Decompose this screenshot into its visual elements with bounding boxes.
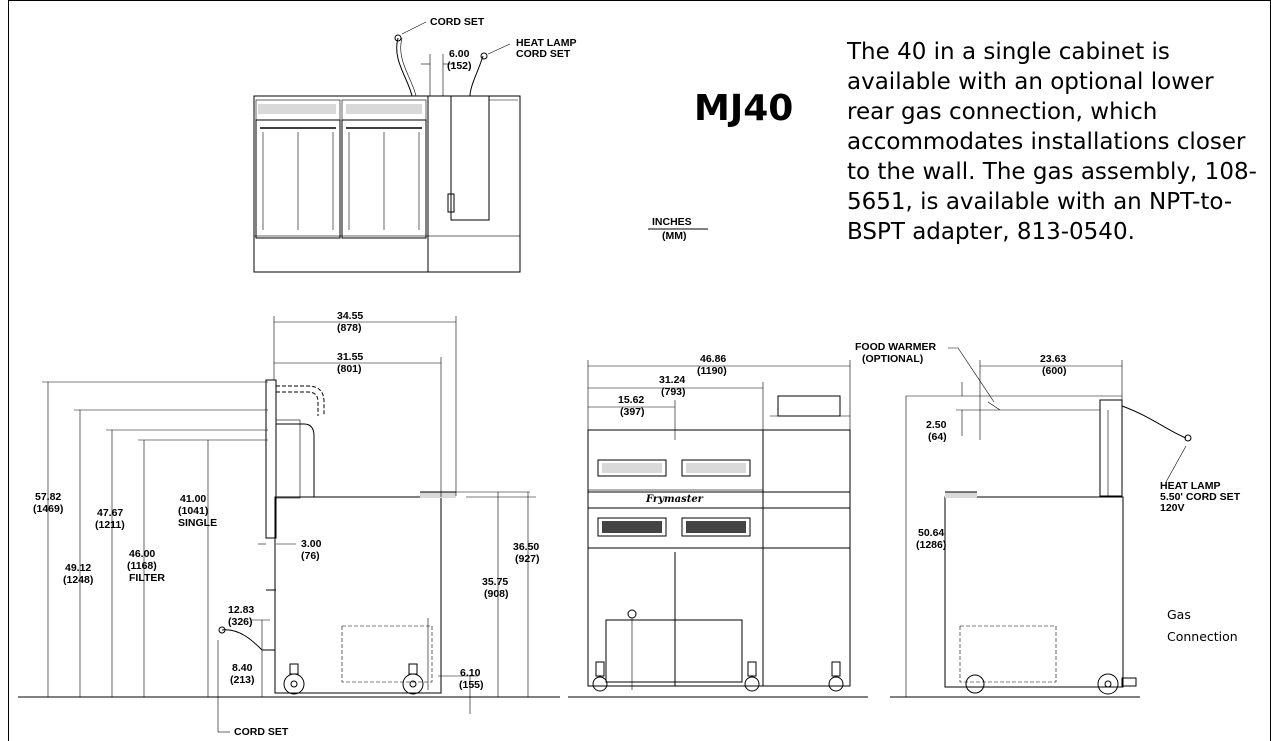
brand-label: Frymaster [645,494,704,505]
callout-heat-lamp-right-line3: 120V [1160,502,1185,514]
description-text: The 40 in a single cabinet is available … [847,39,1257,245]
dim-front-31-mm: (793) [661,386,686,398]
dim-h47-mm: (1211) [95,519,125,531]
dim-h8-in: 8.40 [232,662,253,674]
callout-heat-lamp-right-line1: HEAT LAMP [1160,480,1220,492]
dim-h35-mm: (908) [484,588,509,600]
dim-side-body-mm: (801) [337,363,362,375]
dim-h41-mm: (1041) [178,505,208,517]
callout-heat-lamp-line1: HEAT LAMP [516,37,576,49]
dim-side-overall-in: 34.55 [337,310,363,322]
top-view [253,21,521,273]
dim-h49-in: 49.12 [65,562,91,574]
dim-right-offset-in: 2.50 [926,419,947,431]
dim-right-width-in: 23.63 [1040,353,1066,365]
callout-heat-lamp-line2: CORD SET [516,48,571,60]
units-mm: (MM) [662,230,687,242]
callout-food-warmer-line2: (OPTIONAL) [862,353,923,365]
dim-front-15-mm: (397) [620,406,645,418]
dim-h57-mm: (1469) [33,503,63,515]
dim-side-body-in: 31.55 [337,351,363,363]
dim-top-offset-in: 6.00 [449,48,470,60]
model-title: MJ40 [694,88,794,129]
dim-side-overall-mm: (878) [337,322,362,334]
dim-h47-in: 47.67 [97,507,123,519]
units-inches: INCHES [652,216,692,228]
dim-h46-in: 46.00 [129,548,155,560]
dim-h35-in: 35.75 [482,576,508,588]
gas-connection-note: Gas Connection [1167,607,1238,644]
dim-h8-mm: (213) [230,674,255,686]
dim-h12-mm: (326) [228,616,253,628]
dim-h36-mm: (927) [515,553,540,565]
dim-right-offset-mm: (64) [928,431,947,443]
dim-offset3-in: 3.00 [301,538,322,550]
dim-front-31-in: 31.24 [659,374,685,386]
callout-heat-lamp-right-line2: 5.50' CORD SET [1160,491,1241,503]
dim-right-height-mm: (1286) [916,539,946,551]
dim-h46-label: FILTER [129,572,165,584]
dim-right-height-in: 50.64 [918,527,944,539]
callout-cord-set-bottom: CORD SET [234,726,289,738]
dim-front-overall-mm: (1190) [697,365,727,377]
dim-h41-in: 41.00 [180,493,206,505]
callout-cord-set-top: CORD SET [430,16,485,28]
dim-h46-mm: (1168) [127,560,157,572]
dim-h12-in: 12.83 [228,604,254,616]
dim-h36-in: 36.50 [513,541,539,553]
dim-h6-in: 6.10 [460,667,481,679]
dim-h57-in: 57.82 [35,491,61,503]
right-view [890,347,1192,698]
dim-right-width-mm: (600) [1042,365,1067,377]
dim-front-overall-in: 46.86 [700,353,726,365]
dim-front-15-in: 15.62 [618,394,644,406]
front-view: Frymaster [568,360,868,698]
dim-h49-mm: (1248) [63,574,93,586]
side-view [18,316,560,733]
callout-food-warmer-line1: FOOD WARMER [855,341,936,353]
dim-offset3-mm: (76) [301,550,320,562]
dim-top-offset-mm: (152) [447,60,472,72]
dim-h6-mm: (155) [459,679,484,691]
dim-h41-label: SINGLE [178,517,217,529]
